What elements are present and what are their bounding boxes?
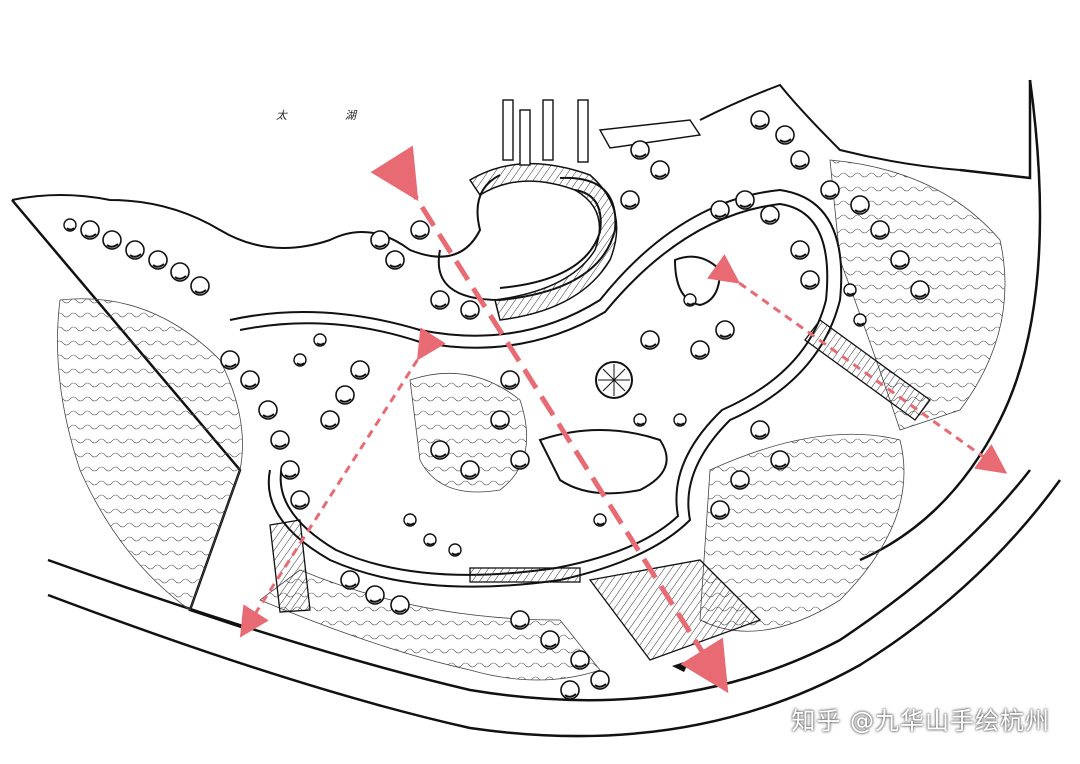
watermark: 知乎 @九华山手绘杭州 xyxy=(791,707,1050,735)
right-axis-arrow xyxy=(707,254,1008,474)
main-axis-arrow xyxy=(370,145,729,694)
lake-label-2: 湖 xyxy=(345,109,356,122)
view-axis-arrows xyxy=(370,145,729,694)
left-axis-arrow xyxy=(239,327,446,638)
lake-piers xyxy=(502,99,702,166)
north-marker-icon xyxy=(672,660,690,672)
lake-label-1: 太 xyxy=(276,109,287,122)
curved-terrace xyxy=(468,162,618,321)
contour-zones xyxy=(57,159,1006,681)
circular-pavilion-icon xyxy=(595,361,633,399)
